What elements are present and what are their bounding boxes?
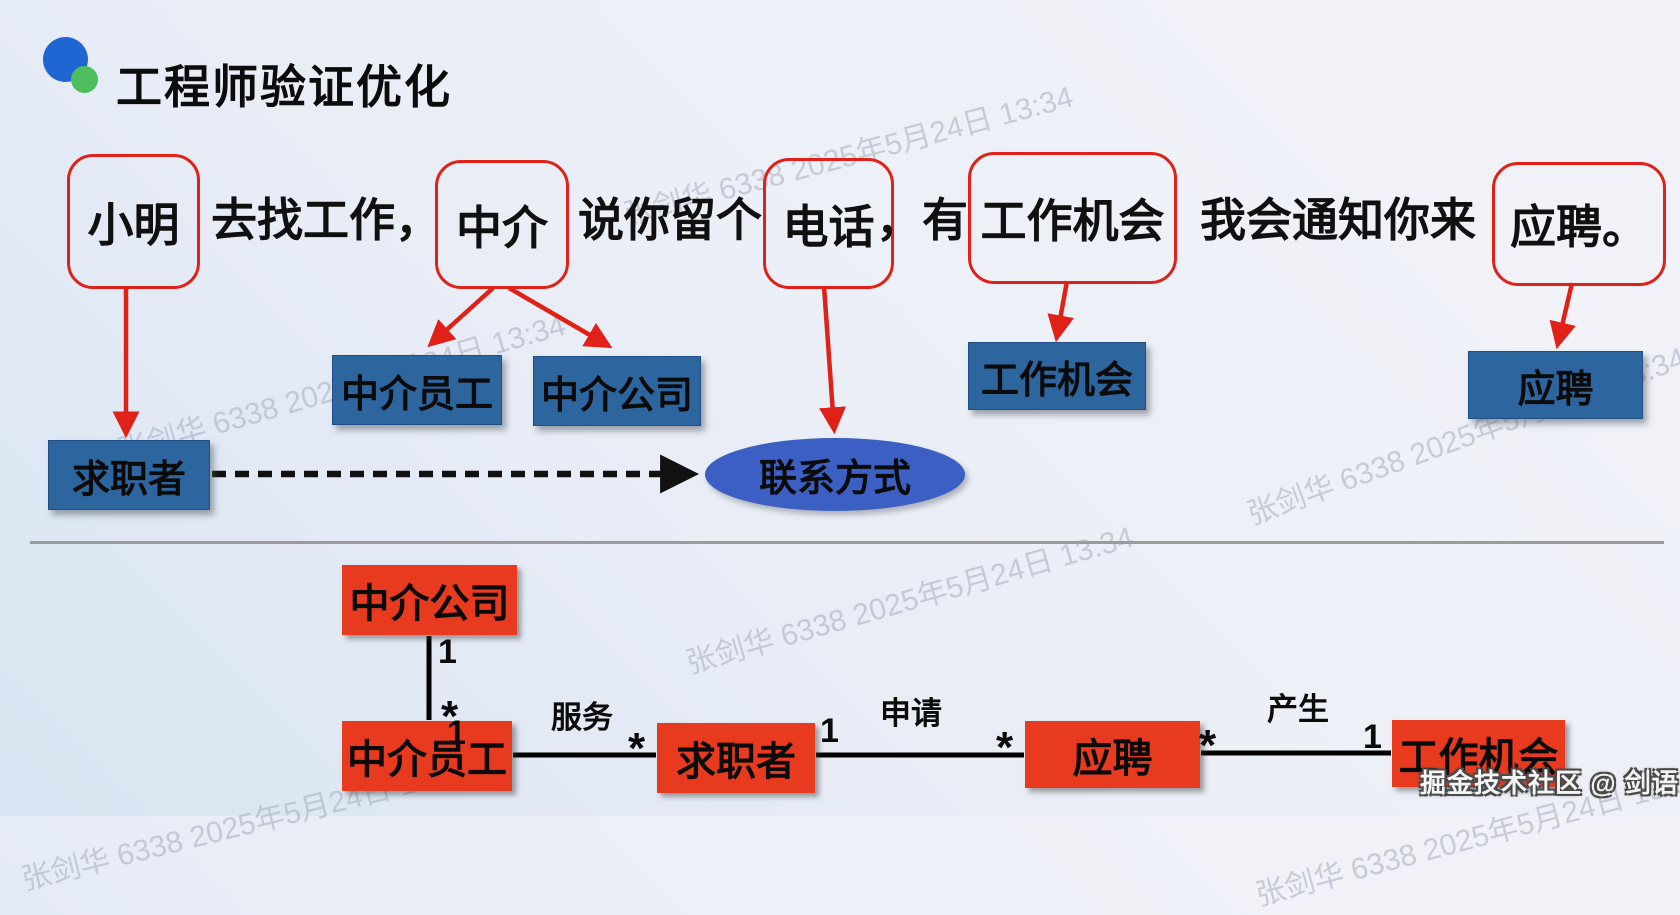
sentence-segment: 说你留个 <box>578 194 762 246</box>
relation-label-produce: 产生 <box>1267 692 1329 727</box>
highlight-text: 小明 <box>87 198 180 251</box>
concept-box-agency-staff: 中介员工 <box>332 355 502 425</box>
highlight-box-zhongjie: 中介 <box>435 160 569 289</box>
concept-label: 中介员工 <box>340 373 493 416</box>
relation-label-serve: 服务 <box>551 700 613 735</box>
concept-box-job-seeker: 求职者 <box>48 440 210 510</box>
concept-label: 应聘 <box>1517 368 1594 411</box>
cardinality-produce-right: 1 <box>1363 718 1382 756</box>
cardinality-serve-right: * <box>628 724 646 773</box>
er-label: 应聘 <box>1072 736 1153 781</box>
concept-ellipse-contact-method: 联系方式 <box>705 438 965 511</box>
concept-label: 联系方式 <box>758 458 911 500</box>
er-label: 工作机会 <box>1398 735 1559 780</box>
er-box-job-seeker: 求职者 <box>657 723 815 793</box>
relation-label-request: 申请 <box>880 696 942 731</box>
concept-label: 求职者 <box>71 458 186 501</box>
arrow-zhongjie-to-staff <box>427 286 495 348</box>
concept-box-agency-company: 中介公司 <box>533 356 701 426</box>
er-box-application: 应聘 <box>1025 721 1200 788</box>
highlight-text: 中介 <box>456 201 548 254</box>
concept-label: 中介公司 <box>540 374 693 417</box>
er-label: 中介公司 <box>349 582 510 626</box>
logo-green-circle-icon <box>71 66 98 93</box>
er-box-job-opportunity: 工作机会 <box>1392 720 1565 787</box>
diagram-lines-layer <box>112 280 1576 758</box>
er-label: 中介员工 <box>347 738 507 782</box>
section-divider <box>30 541 1664 544</box>
highlight-box-jihui: 工作机会 <box>968 152 1177 284</box>
cardinality-produce-left: * <box>1199 721 1217 770</box>
er-label: 求职者 <box>676 740 796 784</box>
er-box-agency-staff: 中介员工 <box>342 721 512 791</box>
sentence-segment: 去找工作， <box>211 194 441 246</box>
highlight-box-yingpin: 应聘。 <box>1492 162 1666 286</box>
highlight-text: 电话 <box>782 200 875 253</box>
highlight-text: 应聘。 <box>1510 201 1648 253</box>
highlight-box-dianhua: 电话 <box>763 158 894 289</box>
page-title: 工程师验证优化 <box>116 60 452 113</box>
concept-label: 工作机会 <box>980 359 1133 402</box>
sentence-segment: ，有 <box>876 194 968 246</box>
concept-box-job-opportunity: 工作机会 <box>968 342 1146 410</box>
cardinality-staff-bottom: * <box>441 692 459 741</box>
arrow-jihui-to-jobbox <box>1047 280 1074 343</box>
sentence-segment: 我会通知你来 <box>1200 194 1476 246</box>
cardinality-request-right: * <box>996 723 1014 772</box>
arrow-yingpin-to-applybox <box>1549 282 1576 350</box>
cardinality-serve-left: 1 <box>447 714 466 752</box>
concept-box-application: 应聘 <box>1468 351 1643 419</box>
community-credit: 掘金技术社区 @ 剑语 <box>1420 768 1679 798</box>
cardinality-company-top: 1 <box>438 633 457 671</box>
highlight-text: 工作机会 <box>980 195 1165 247</box>
arrow-dianhua-to-contact <box>819 285 847 435</box>
cardinality-request-left: 1 <box>820 712 839 750</box>
arrow-zhongjie-to-company <box>507 286 613 349</box>
er-box-agency-company: 中介公司 <box>342 565 517 635</box>
highlight-box-xiaoming: 小明 <box>67 154 200 289</box>
